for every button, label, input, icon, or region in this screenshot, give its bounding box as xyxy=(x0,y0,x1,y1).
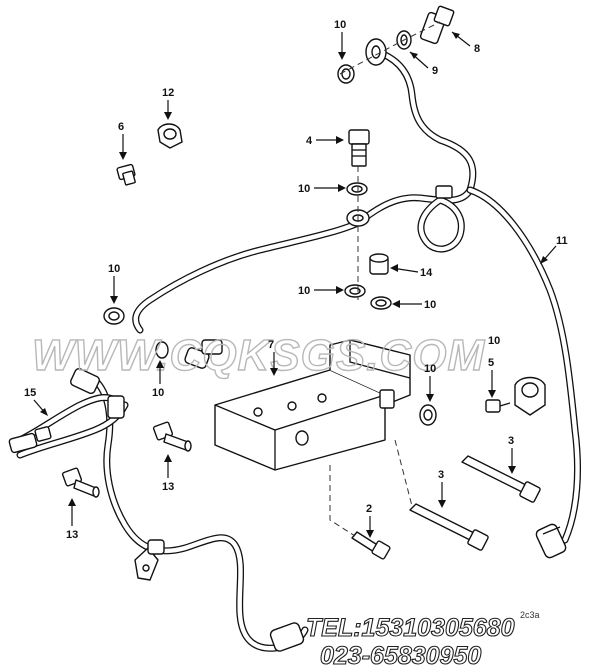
callout-number: 10 xyxy=(298,285,310,297)
callout-10g: 10 xyxy=(424,363,436,402)
callout-10b: 10 xyxy=(298,183,346,195)
bolt-2 xyxy=(351,531,391,560)
drawing-code: 2c3a xyxy=(520,610,540,620)
callout-number: 13 xyxy=(162,481,174,493)
callout-number: 10 xyxy=(424,299,436,311)
centerline-top xyxy=(339,21,441,75)
clamp-5 xyxy=(514,376,546,416)
callout-10h: 10 xyxy=(488,335,500,347)
filter-head-block xyxy=(214,339,411,471)
callout-number: 15 xyxy=(24,387,36,399)
callout-3b: 3 xyxy=(438,469,446,508)
callout-number: 3 xyxy=(438,469,444,481)
fuel-tube-lower xyxy=(91,376,309,652)
callout-10d: 10 xyxy=(392,299,436,311)
banjo-fitting-top xyxy=(365,38,387,66)
callout-12: 12 xyxy=(162,87,174,120)
washer-center-b xyxy=(370,296,392,310)
washer-lower-left xyxy=(155,341,169,359)
callout-number: 14 xyxy=(420,267,433,279)
callout-number: 5 xyxy=(488,357,494,369)
tube-connector-15 xyxy=(8,426,52,454)
plug-14 xyxy=(369,253,389,275)
washer-left xyxy=(103,307,125,325)
tube-bracket-left xyxy=(134,547,159,581)
callout-number: 6 xyxy=(118,121,124,133)
callout-11: 11 xyxy=(540,235,568,264)
callout-8: 8 xyxy=(451,31,480,55)
callout-10e: 10 xyxy=(108,263,120,304)
contact-phone: 023-65830950 xyxy=(320,642,481,670)
centerline-bolt-3 xyxy=(394,439,413,507)
callout-10f: 10 xyxy=(152,360,164,399)
callout-13b: 13 xyxy=(66,498,78,541)
hollow-bolt-8 xyxy=(419,5,455,45)
tube-clamp-upper xyxy=(435,185,453,199)
callout-5: 5 xyxy=(488,357,496,398)
elbow-fitting xyxy=(184,339,223,369)
long-bolt-3a xyxy=(461,455,541,503)
callout-number: 9 xyxy=(432,65,438,77)
tube-nut-11 xyxy=(535,523,567,559)
callout-number: 10 xyxy=(488,335,500,347)
fuel-tube-main xyxy=(132,48,477,334)
banjo-bolt-4 xyxy=(348,129,370,167)
washer-right xyxy=(419,404,437,426)
connector-13b xyxy=(61,467,100,498)
clamp-12 xyxy=(157,123,183,149)
callout-number: 4 xyxy=(306,135,313,147)
callout-2: 2 xyxy=(366,503,374,538)
callout-13a: 13 xyxy=(162,454,174,493)
fuel-tube-11 xyxy=(466,186,581,544)
centerline-bolt-2 xyxy=(329,465,356,537)
contact-tel: TEL:15310305680 xyxy=(306,614,515,642)
callout-3a: 3 xyxy=(508,435,516,474)
cap-screw-6 xyxy=(116,163,136,186)
tube-nut-lower xyxy=(269,622,305,652)
callout-number: 2 xyxy=(366,503,372,515)
callout-number: 7 xyxy=(268,339,274,351)
callout-14: 14 xyxy=(390,264,433,279)
fuel-tube-loop xyxy=(417,196,465,253)
callout-number: 10 xyxy=(298,183,310,195)
connector-13a xyxy=(152,421,192,452)
tube-connector-left xyxy=(70,367,125,419)
watermark: WWW.CQKSGS.COM xyxy=(32,331,485,380)
callout-number: 13 xyxy=(66,529,78,541)
screw-5 xyxy=(485,399,511,413)
long-bolt-3b xyxy=(409,503,489,551)
callout-7: 7 xyxy=(268,339,278,376)
callout-number: 10 xyxy=(108,263,120,275)
callout-number: 8 xyxy=(474,43,480,55)
tube-nut-mid xyxy=(147,539,165,555)
callout-number: 3 xyxy=(508,435,514,447)
washer-center-upper xyxy=(346,182,368,196)
callout-10c: 10 xyxy=(298,285,344,297)
callout-number: 10 xyxy=(424,363,436,375)
callout-4: 4 xyxy=(306,135,344,147)
callout-6: 6 xyxy=(118,121,127,160)
callout-number: 10 xyxy=(334,19,346,31)
washer-top-left xyxy=(337,64,355,84)
washer-center-a xyxy=(344,284,366,298)
callout-number: 10 xyxy=(152,387,164,399)
callout-number: 12 xyxy=(162,87,174,99)
callout-number: 11 xyxy=(556,235,568,247)
callout-15: 15 xyxy=(24,387,48,416)
callout-9: 9 xyxy=(409,51,438,77)
callout-10a: 10 xyxy=(334,19,346,60)
